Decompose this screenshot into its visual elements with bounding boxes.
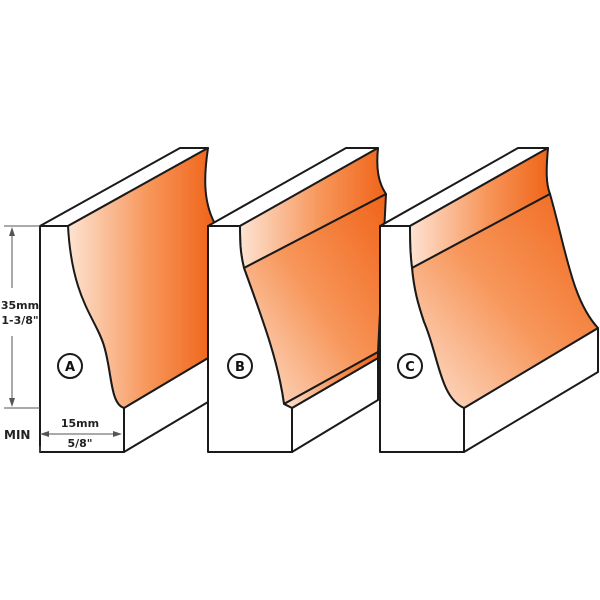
profile-c-label: C	[405, 360, 415, 375]
height-arrow-top	[9, 227, 15, 236]
height-arrow-bottom	[9, 398, 15, 407]
height-metric-label: 35mm	[1, 299, 39, 312]
height-dimension: 35mm 1-3/8"	[1, 225, 40, 409]
profile-b-front-face	[207, 225, 293, 453]
profile-b: B	[207, 147, 387, 453]
profile-a-label: A	[65, 360, 75, 375]
profile-b-badge	[227, 353, 253, 379]
profile-c-front-face	[379, 225, 465, 453]
width-dimension: 15mm 5/8" MIN	[4, 417, 122, 452]
width-metric-label: 15mm	[61, 417, 99, 430]
profile-a: A	[39, 147, 215, 453]
profile-a-front-face	[39, 225, 125, 453]
width-arrow-left	[40, 431, 49, 437]
profile-c: C	[379, 147, 599, 453]
min-label: MIN	[4, 428, 30, 442]
profile-c-badge	[397, 353, 423, 379]
height-imperial-label: 1-3/8"	[1, 314, 38, 327]
width-arrow-right	[113, 431, 122, 437]
profile-b-label: B	[235, 360, 245, 375]
profile-a-badge	[57, 353, 83, 379]
width-imperial-label: 5/8"	[67, 437, 92, 450]
